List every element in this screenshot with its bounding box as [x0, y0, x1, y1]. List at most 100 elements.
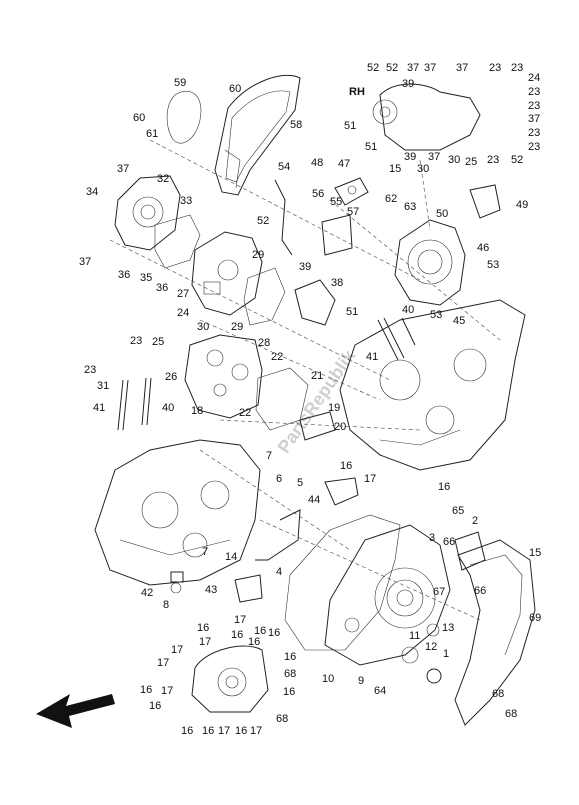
callout: 58 — [290, 119, 302, 131]
callout: 16 — [248, 636, 260, 648]
callout: 25 — [465, 156, 477, 168]
callout: 16 — [231, 629, 243, 641]
callout: 17 — [364, 473, 376, 485]
cylinder-head-rear — [191, 231, 263, 316]
callout: 3 — [429, 532, 435, 544]
callout: 17 — [250, 725, 262, 737]
drain-plug-42-43 — [170, 571, 184, 594]
callout: 16 — [284, 651, 296, 663]
callout: 40 — [402, 304, 414, 316]
callout: 14 — [225, 551, 237, 563]
callout: 37 — [79, 256, 91, 268]
callout: 17 — [234, 614, 246, 626]
callout: 16 — [149, 700, 161, 712]
crankcase-right-half — [339, 299, 526, 471]
belt-cover-gasket — [166, 90, 202, 144]
callout: 29 — [252, 249, 264, 261]
oil-pipe-41-right — [377, 317, 416, 361]
callout: 12 — [425, 641, 437, 653]
callout: 37 — [528, 113, 540, 125]
callout: 23 — [130, 335, 142, 347]
front-direction-arrow-icon — [36, 694, 115, 728]
callout: 46 — [477, 242, 489, 254]
callout-labels: 59 60 58 60 61 37 32 34 33 37 36 35 36 2… — [79, 62, 541, 737]
callout: 68 — [276, 713, 288, 725]
bracket-54 — [274, 179, 293, 256]
bracket-65 — [454, 531, 486, 571]
callout: 68 — [492, 688, 504, 700]
callout: 44 — [308, 494, 320, 506]
callout: 61 — [146, 128, 158, 140]
callout: 1 — [443, 648, 449, 660]
callout: 62 — [385, 193, 397, 205]
small-bracket-19-20 — [299, 411, 336, 441]
rh-clutch-cover-exploded — [372, 83, 481, 151]
cam-cover-left — [114, 175, 181, 251]
callout: 48 — [311, 157, 323, 169]
callout: 15 — [389, 163, 401, 175]
callout: 16 — [202, 725, 214, 737]
callout: 8 — [163, 599, 169, 611]
callout: 39 — [402, 78, 414, 90]
callout: 18 — [191, 405, 203, 417]
callout: 6 — [276, 473, 282, 485]
cylinder-head-front — [184, 334, 263, 419]
callout: 49 — [516, 199, 528, 211]
callout: 16 — [340, 460, 352, 472]
assembly-guide-lines — [109, 139, 501, 621]
callout: 39 — [299, 261, 311, 273]
callout: 23 — [511, 62, 523, 74]
callout: 38 — [331, 277, 343, 289]
callout: 65 — [452, 505, 464, 517]
oil-level-cover — [191, 645, 269, 713]
callout: 17 — [171, 644, 183, 656]
callout: 68 — [284, 668, 296, 680]
callout: 56 — [312, 188, 324, 200]
callout: 4 — [276, 566, 282, 578]
callout: 23 — [528, 141, 540, 153]
callout: 7 — [266, 450, 272, 462]
callout: 36 — [118, 269, 130, 281]
callout: 22 — [239, 407, 251, 419]
callout: 67 — [433, 586, 445, 598]
callout: 20 — [334, 421, 346, 433]
callout: 52 — [367, 62, 379, 74]
callout: 15 — [529, 547, 541, 559]
callout: 23 — [528, 127, 540, 139]
callout: 5 — [297, 477, 303, 489]
callout: 23 — [528, 100, 540, 112]
callout: 64 — [374, 685, 386, 697]
callout: 25 — [152, 336, 164, 348]
callout: 22 — [271, 351, 283, 363]
callout: 30 — [417, 163, 429, 175]
callout: 41 — [366, 351, 378, 363]
callout: 23 — [489, 62, 501, 74]
bracket-44 — [324, 477, 359, 506]
bracket-49 — [469, 184, 501, 219]
callout: 47 — [338, 158, 350, 170]
callout: 28 — [258, 337, 270, 349]
bracket-47 — [334, 177, 369, 206]
callout: 63 — [404, 201, 416, 213]
callout: 29 — [231, 321, 243, 333]
oil-filler-plug — [401, 623, 442, 684]
callout: 60 — [229, 83, 241, 95]
callout: 59 — [174, 77, 186, 89]
callout: 45 — [453, 315, 465, 327]
callout: 16 — [268, 627, 280, 639]
callout: 35 — [140, 272, 152, 284]
callout: 17 — [199, 636, 211, 648]
bracket-4 — [234, 574, 263, 603]
callout: 32 — [157, 173, 169, 185]
cam-cover-gasket — [154, 214, 201, 269]
callout: 30 — [448, 154, 460, 166]
callout: 16 — [283, 686, 295, 698]
callout: 16 — [235, 725, 247, 737]
callout: 24 — [177, 307, 189, 319]
callout: 2 — [472, 515, 478, 527]
callout: 16 — [181, 725, 193, 737]
callout: 36 — [156, 282, 168, 294]
callout: 51 — [344, 120, 356, 132]
